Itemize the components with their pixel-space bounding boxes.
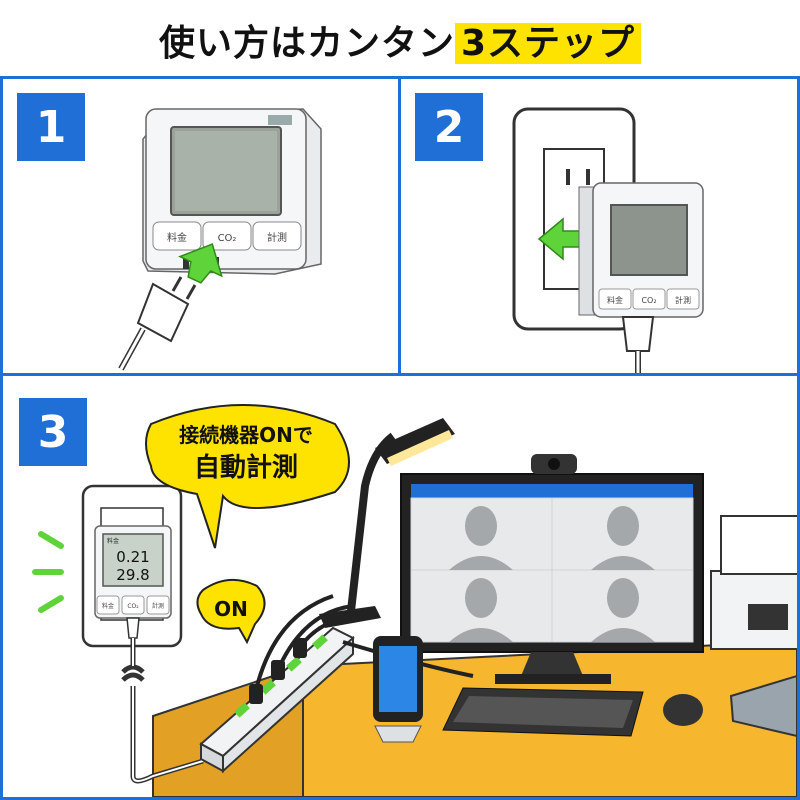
button-co2-label-2: CO₂ bbox=[641, 296, 656, 305]
button-co2: CO₂ bbox=[202, 221, 252, 251]
wall-outlet-with-meter: 料金 0.21 29.8 料金 CO₂ 計測 bbox=[81, 484, 183, 648]
bubble-main-line2: 自動計測 bbox=[194, 452, 298, 483]
person-icon bbox=[449, 506, 655, 642]
sparkle-icon bbox=[32, 531, 64, 613]
step-number-3: 3 bbox=[19, 398, 87, 466]
step2-illustration: 料金 CO₂ 計測 bbox=[512, 107, 704, 373]
step-number-2: 2 bbox=[415, 93, 483, 161]
device-screen-2 bbox=[610, 204, 688, 276]
button-measure-label-3: 計測 bbox=[152, 602, 164, 610]
mouse bbox=[663, 694, 703, 726]
speech-bubble-on: ON bbox=[196, 579, 266, 645]
laptop bbox=[729, 674, 797, 738]
title-main: 使い方はカンタン bbox=[158, 23, 455, 64]
monitor bbox=[400, 473, 704, 684]
desk-lamp bbox=[319, 418, 455, 628]
bubble-main-line1: 接続機器ONで bbox=[179, 423, 313, 447]
smartphone bbox=[373, 636, 423, 743]
plug-black-1 bbox=[249, 684, 263, 704]
step-panel-2: 2 料金 CO₂ 計測 bbox=[398, 76, 800, 376]
logo-icon bbox=[268, 115, 292, 125]
speech-bubble-main: 接続機器ONで 自動計測 bbox=[145, 404, 350, 549]
step-panel-3: 3 料金 0.21 29.8 料金 CO₂ 計測 bbox=[0, 373, 800, 800]
button-measure-label-2: 計測 bbox=[675, 295, 691, 305]
arrow-up-icon bbox=[178, 243, 223, 284]
outlet-slot-left bbox=[183, 257, 189, 269]
meter-tag: 料金 bbox=[107, 537, 119, 545]
button-fee: 料金 bbox=[152, 221, 202, 251]
energy-meter-device: 料金 CO₂ 計測 bbox=[142, 108, 322, 275]
step-number-1: 1 bbox=[17, 93, 85, 161]
button-fee-label-2: 料金 bbox=[607, 295, 623, 305]
window-titlebar bbox=[411, 484, 693, 498]
button-measure: 計測 bbox=[252, 221, 302, 251]
power-plug bbox=[118, 276, 197, 371]
button-measure-label: 計測 bbox=[267, 231, 287, 244]
energy-meter-device-plugged: 料金 CO₂ 計測 bbox=[578, 182, 704, 318]
button-fee-label: 料金 bbox=[167, 231, 187, 244]
plug-black-2 bbox=[271, 660, 285, 680]
printer bbox=[710, 515, 797, 650]
step1-illustration: 料金 CO₂ 計測 bbox=[118, 108, 322, 371]
title-highlight: 3ステップ bbox=[454, 23, 642, 64]
button-co2-label: CO₂ bbox=[218, 233, 237, 244]
power-plug-2 bbox=[621, 316, 655, 352]
button-fee-label-3: 料金 bbox=[102, 602, 114, 610]
plug-black-3 bbox=[293, 638, 307, 658]
step-panel-1: 1 料金 CO₂ 計測 bbox=[0, 76, 401, 376]
bubble-on-label: ON bbox=[214, 597, 248, 621]
power-strip bbox=[199, 626, 355, 774]
meter-line1: 0.21 bbox=[116, 548, 149, 566]
meter-screen bbox=[102, 533, 164, 587]
step3-illustration: 料金 0.21 29.8 料金 CO₂ 計測 bbox=[32, 404, 797, 797]
button-co2-label-3: CO₂ bbox=[127, 603, 139, 610]
meter-line2: 29.8 bbox=[116, 566, 149, 584]
